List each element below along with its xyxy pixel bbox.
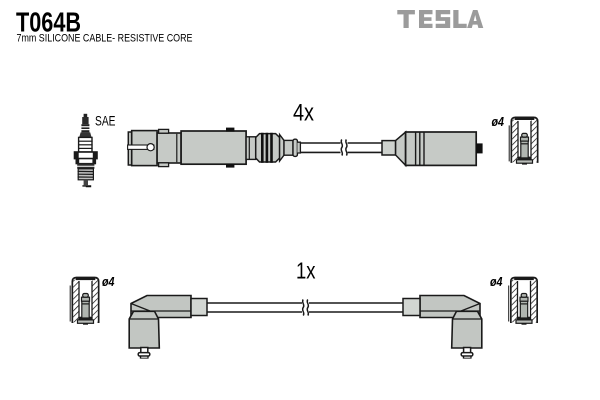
svg-text:ø4: ø4 <box>492 114 505 129</box>
svg-text:7mm SILICONE CABLE- RESISTIVE: 7mm SILICONE CABLE- RESISTIVE CORE <box>17 32 193 44</box>
svg-text:ø4: ø4 <box>490 274 503 289</box>
svg-text:ø4: ø4 <box>102 274 115 289</box>
svg-text:1x: 1x <box>296 258 316 284</box>
svg-text:SAE: SAE <box>95 114 116 129</box>
svg-text:T064B: T064B <box>16 7 81 38</box>
svg-text:4x: 4x <box>293 100 314 127</box>
